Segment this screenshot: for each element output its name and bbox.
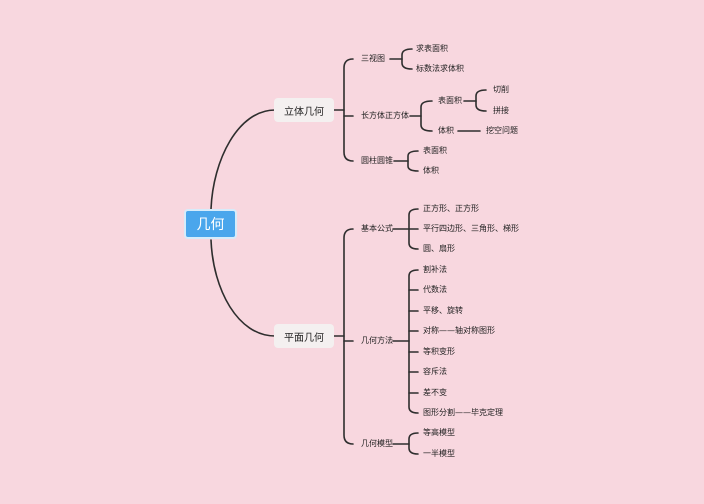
branch-solid-geometry[interactable]: 立体几何 bbox=[274, 98, 334, 122]
leaf-formula-circle[interactable]: 圆、扇形 bbox=[423, 244, 455, 253]
topic-cuboid-volume[interactable]: 体积 bbox=[438, 126, 454, 135]
leaf-method-translate-rotate[interactable]: 平移、旋转 bbox=[423, 306, 463, 315]
topic-geometry-methods[interactable]: 几何方法 bbox=[361, 336, 393, 345]
leaf-cutting[interactable]: 切削 bbox=[493, 85, 509, 94]
leaf-method-cut-fill[interactable]: 割补法 bbox=[423, 265, 447, 274]
leaf-model-equal-height[interactable]: 等高模型 bbox=[423, 428, 455, 437]
topic-three-view[interactable]: 三视图 bbox=[361, 54, 385, 63]
topic-cuboid-surface[interactable]: 表面积 bbox=[438, 96, 462, 105]
leaf-model-half[interactable]: 一半模型 bbox=[423, 449, 455, 458]
leaf-method-equal-area[interactable]: 等积变形 bbox=[423, 347, 455, 356]
leaf-hollow-problem[interactable]: 挖空问题 bbox=[486, 126, 518, 135]
leaf-method-symmetry[interactable]: 对称——轴对称图形 bbox=[423, 326, 495, 335]
leaf-surface-area-three-view[interactable]: 求表面积 bbox=[416, 44, 448, 53]
leaf-method-inclusion-exclusion[interactable]: 容斥法 bbox=[423, 367, 447, 376]
leaf-cylinder-volume[interactable]: 体积 bbox=[423, 166, 439, 175]
leaf-method-invariant-difference[interactable]: 差不变 bbox=[423, 388, 447, 397]
leaf-formula-square[interactable]: 正方形、正方形 bbox=[423, 204, 479, 213]
branch-plane-geometry[interactable]: 平面几何 bbox=[274, 324, 334, 348]
leaf-joining[interactable]: 拼接 bbox=[493, 106, 509, 115]
leaf-numbering-volume[interactable]: 标数法求体积 bbox=[416, 64, 464, 73]
leaf-method-pick-theorem[interactable]: 图形分割——毕克定理 bbox=[423, 408, 503, 417]
leaf-method-algebra[interactable]: 代数法 bbox=[423, 285, 447, 294]
leaf-cylinder-surface[interactable]: 表面积 bbox=[423, 146, 447, 155]
topic-basic-formula[interactable]: 基本公式 bbox=[361, 224, 393, 233]
root-node[interactable]: 几何 bbox=[184, 209, 237, 239]
topic-cylinder-cone[interactable]: 圆柱圆锥 bbox=[361, 156, 393, 165]
topic-cuboid-cube[interactable]: 长方体正方体 bbox=[361, 111, 409, 120]
leaf-formula-polygons[interactable]: 平行四边形、三角形、梯形 bbox=[423, 224, 519, 233]
topic-geometry-models[interactable]: 几何模型 bbox=[361, 439, 393, 448]
